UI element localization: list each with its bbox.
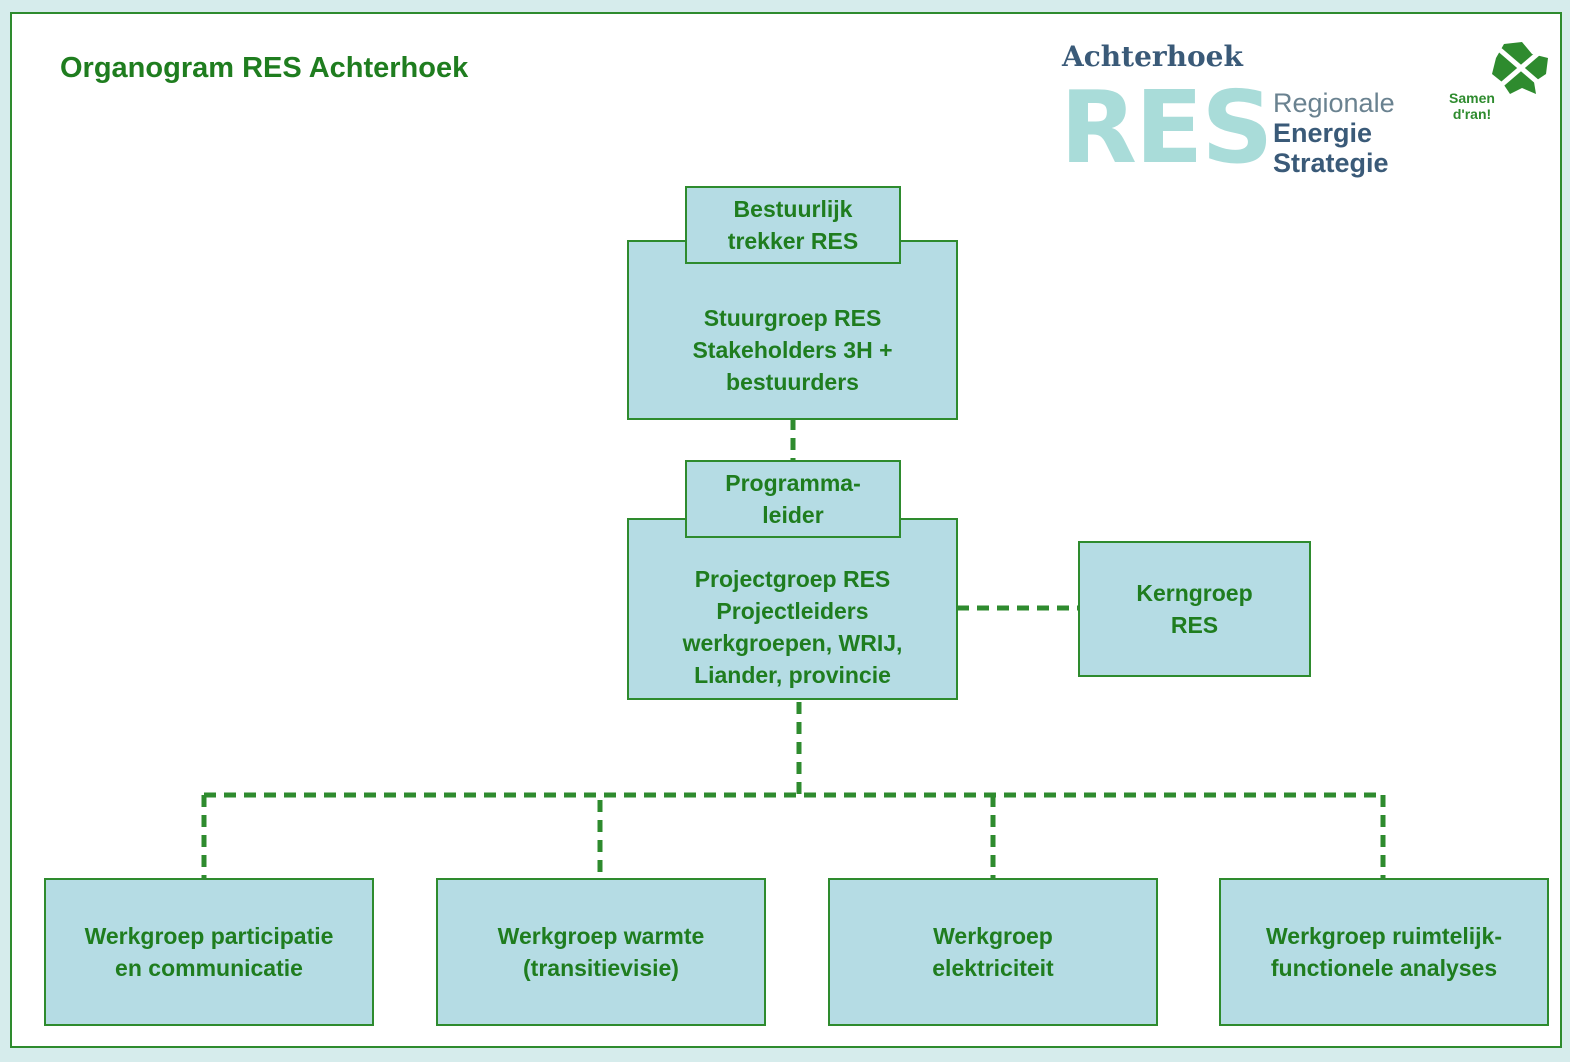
node-werkgroep-participatie: Werkgroep participatie en communicatie (44, 878, 374, 1026)
samen-dran-icon (1492, 42, 1548, 94)
node-stuurgroep: Stuurgroep RES Stakeholders 3H + bestuur… (627, 240, 958, 420)
logo-acronym: RES (1060, 69, 1273, 186)
logo-region: Achterhoek (1062, 40, 1243, 73)
logo-line-regionale: Regionale (1273, 88, 1395, 118)
logo-line-energie: Energie (1273, 118, 1373, 148)
node-projectgroep: Projectgroep RES Projectleiders werkgroe… (627, 518, 958, 700)
samen-dran-text: Samen d'ran! (1449, 90, 1495, 122)
node-werkgroep-ruimtelijk: Werkgroep ruimtelijk- functionele analys… (1219, 878, 1549, 1026)
node-programmaleider: Programma- leider (685, 460, 901, 538)
node-werkgroep-warmte: Werkgroep warmte (transitievisie) (436, 878, 766, 1026)
node-bestuurlijk-trekker: Bestuurlijk trekker RES (685, 186, 901, 264)
samen-dran-logo: Samen d'ran! (1436, 38, 1556, 138)
page-title: Organogram RES Achterhoek (60, 52, 469, 84)
node-kerngroep: Kerngroep RES (1078, 541, 1311, 677)
logo-line-strategie: Strategie (1273, 148, 1389, 178)
node-werkgroep-elektriciteit: Werkgroep elektriciteit (828, 878, 1158, 1026)
